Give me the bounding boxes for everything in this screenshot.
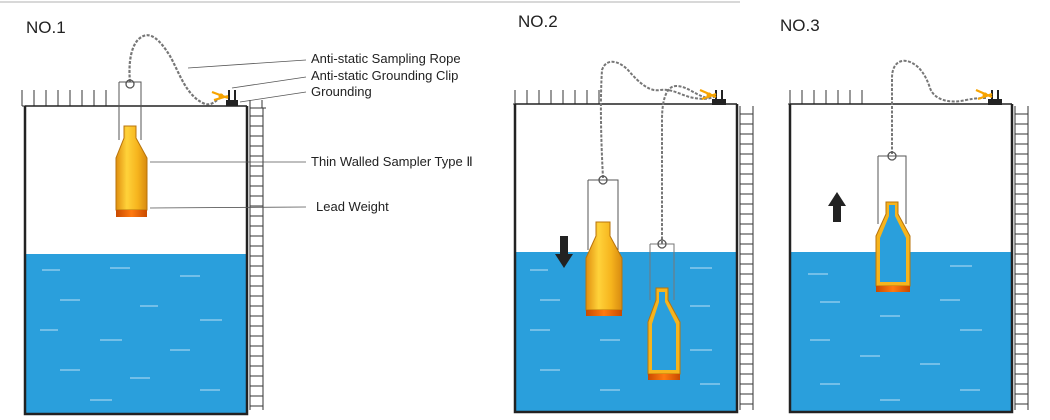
callout-sampling-rope: Anti-static Sampling Rope xyxy=(311,51,461,66)
leader-lines xyxy=(149,59,307,209)
ground-railing-left xyxy=(513,90,600,105)
ladder xyxy=(249,108,264,410)
water-body xyxy=(25,254,247,414)
water-ripples xyxy=(40,267,222,401)
arrow-up-icon xyxy=(828,192,846,222)
tank-wall xyxy=(23,106,249,416)
ladder xyxy=(1014,106,1029,410)
arrow-down-icon xyxy=(555,236,573,268)
water-ripples xyxy=(530,267,720,391)
callout-lead-weight: Lead Weight xyxy=(316,199,389,214)
panel-2 xyxy=(513,60,754,414)
callout-sampler-type: Thin Walled Sampler Type Ⅱ xyxy=(311,154,473,169)
hanger-ring xyxy=(657,239,667,249)
sampling-rope xyxy=(891,59,987,154)
hanger-ring xyxy=(598,175,608,185)
panel-label-1: NO.1 xyxy=(26,18,66,37)
panel-3 xyxy=(788,59,1029,414)
sampler-hanger xyxy=(587,179,619,250)
sampling-rope-2 xyxy=(661,84,709,244)
grounding-clip-icon xyxy=(975,88,1002,105)
sampler-bottle-lowering xyxy=(585,221,623,316)
water-ripples xyxy=(808,265,982,401)
sampling-rope-1 xyxy=(599,60,717,179)
water-body xyxy=(515,252,737,412)
grounding-clip-icon xyxy=(211,90,238,106)
tank-wall xyxy=(788,104,1014,414)
callout-grounding-clip: Anti-static Grounding Clip xyxy=(311,68,459,83)
ground-railing-right xyxy=(249,100,266,109)
panel-1 xyxy=(21,34,307,416)
hanger-ring xyxy=(125,79,135,89)
sampler-bottle-filled xyxy=(875,201,911,292)
tank-wall xyxy=(513,104,739,414)
panel-label-3: NO.3 xyxy=(780,16,820,35)
sampling-rope xyxy=(128,34,221,106)
ground-railing-left xyxy=(21,90,112,107)
grounding-clip-icon xyxy=(699,88,726,105)
callout-grounding: Grounding xyxy=(311,84,372,99)
ladder xyxy=(739,106,754,410)
sampler-bottle xyxy=(115,125,148,217)
lead-weight xyxy=(116,210,147,217)
ground-railing-left xyxy=(788,90,870,105)
hanger-ring xyxy=(887,151,897,161)
sampler-hanger xyxy=(877,155,907,224)
panel-label-2: NO.2 xyxy=(518,12,558,31)
sampler-bottle-submerged xyxy=(647,287,681,380)
